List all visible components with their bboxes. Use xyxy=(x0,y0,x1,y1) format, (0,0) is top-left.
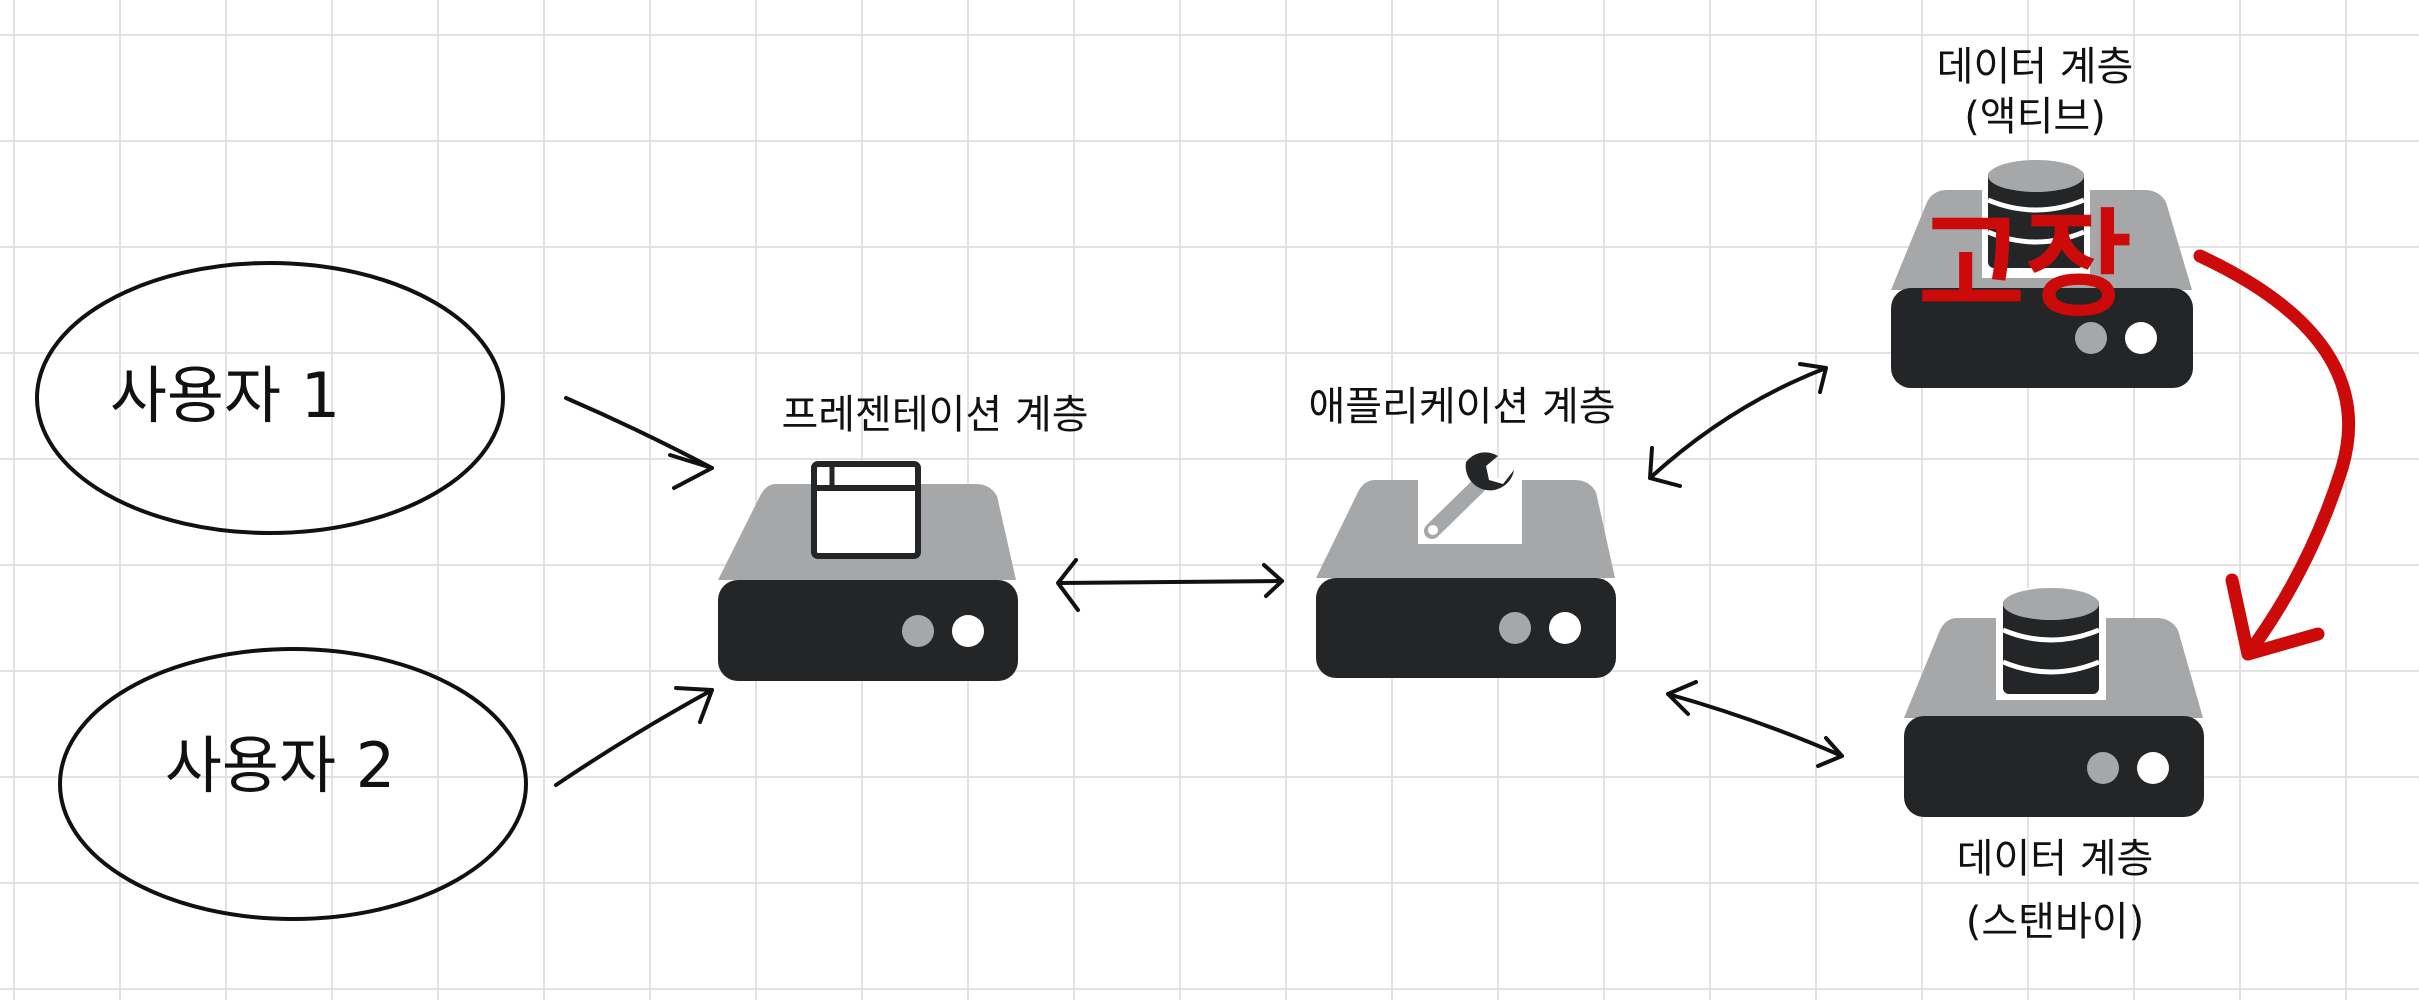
server-body xyxy=(718,580,1018,681)
presentation-tier-server: 프레젠테이션 계층 xyxy=(718,392,1089,681)
arrow-user2-to-presentation xyxy=(554,686,714,787)
server-led-2 xyxy=(2125,322,2157,354)
server-led-1 xyxy=(2087,752,2119,784)
server-body xyxy=(1904,716,2204,817)
database-icon xyxy=(1996,588,2106,700)
arrow-presentation-application xyxy=(1056,558,1284,612)
data-tier-active-sublabel: (액티브) xyxy=(1964,94,2106,140)
arrow-application-data-standby xyxy=(1666,680,1844,768)
user-2-ellipse xyxy=(58,647,528,921)
user-1-label: 사용자 1 xyxy=(110,359,340,432)
data-tier-standby-label: 데이터 계층 xyxy=(1957,836,2154,882)
failure-status-label: 고장 xyxy=(1918,198,2131,333)
arrow-application-data-active xyxy=(1648,362,1828,488)
data-tier-standby-server: 데이터 계층 (스탠바이) xyxy=(1904,588,2204,945)
application-tier-server: 애플리케이션 계층 xyxy=(1308,384,1616,678)
database-icon xyxy=(1982,160,2090,278)
server-led-2 xyxy=(2137,752,2169,784)
user-1-ellipse xyxy=(35,261,505,535)
server-led-1 xyxy=(902,615,934,647)
server-body xyxy=(1891,288,2193,388)
server-led-1 xyxy=(1499,612,1531,644)
user-2-label: 사용자 2 xyxy=(165,729,395,802)
server-led-2 xyxy=(1549,612,1581,644)
data-tier-active-server: 데이터 계층 (액티브) 고장 xyxy=(1891,44,2193,388)
failover-arrow xyxy=(2193,249,2356,661)
data-tier-standby-sublabel: (스탠바이) xyxy=(1966,899,2144,945)
user-2-node: 사용자 2 xyxy=(58,647,528,921)
data-tier-active-label: 데이터 계층 xyxy=(1937,44,2134,90)
user-1-node: 사용자 1 xyxy=(35,261,505,535)
server-body xyxy=(1316,578,1616,678)
application-tier-label: 애플리케이션 계층 xyxy=(1308,384,1615,430)
server-led-2 xyxy=(952,615,984,647)
arrow-user1-to-presentation xyxy=(564,396,714,490)
presentation-tier-label: 프레젠테이션 계층 xyxy=(781,392,1088,438)
server-led-1 xyxy=(2075,322,2107,354)
browser-window-icon xyxy=(811,461,921,559)
wrench-icon xyxy=(1424,452,1514,539)
